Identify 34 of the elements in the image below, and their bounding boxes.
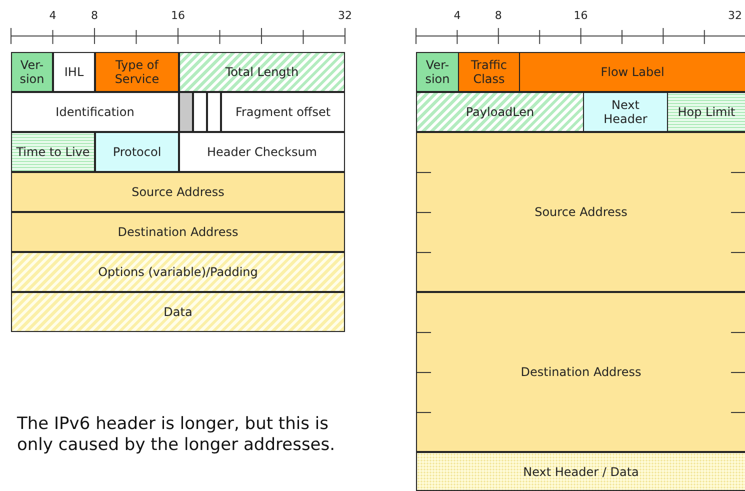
field-cell: Next Header (583, 92, 667, 132)
field-cell: Header Checksum (179, 132, 345, 172)
field-cell: Data (11, 292, 345, 332)
field-cell: Type of Service (95, 52, 179, 92)
field-cell: Hop Limit (667, 92, 745, 132)
field-cell: Fragment offset (221, 92, 345, 132)
field-cell: IHL (53, 52, 95, 92)
field-cell: Next Header / Data (416, 452, 745, 491)
bit-position-label: 8 (91, 9, 98, 22)
field-cell: Time to Live (11, 132, 95, 172)
note-text: The IPv6 header is longer, but this is only caused by the longer addresses. (17, 414, 336, 456)
bit-position-label: 32 (338, 9, 352, 22)
bit-position-label: 4 (454, 9, 461, 22)
field-cell: PayloadLen (416, 92, 583, 132)
bit-position-label: 4 (49, 9, 56, 22)
field-cell: Flow Label (519, 52, 745, 92)
field-cell: Destination Address (11, 212, 345, 252)
field-cell: Source Address (416, 132, 745, 292)
bit-position-label: 8 (494, 9, 502, 22)
bit-position-label: 16 (171, 9, 185, 22)
field-cell: Traffic Class (458, 52, 519, 92)
flag-cell (193, 92, 207, 132)
field-cell: Protocol (95, 132, 179, 172)
flag-cell (207, 92, 221, 132)
field-cell: Total Length (179, 52, 345, 92)
bit-position-label: 16 (574, 9, 588, 22)
field-cell: Ver-sion (416, 52, 458, 92)
field-cell: Identification (11, 92, 179, 132)
flag-cell (179, 92, 193, 132)
bit-position-label: 32 (728, 9, 742, 22)
field-cell: Source Address (11, 172, 345, 212)
field-cell: Options (variable)/Padding (11, 252, 345, 292)
field-cell: Destination Address (416, 292, 745, 452)
field-cell: Ver-sion (11, 52, 53, 92)
